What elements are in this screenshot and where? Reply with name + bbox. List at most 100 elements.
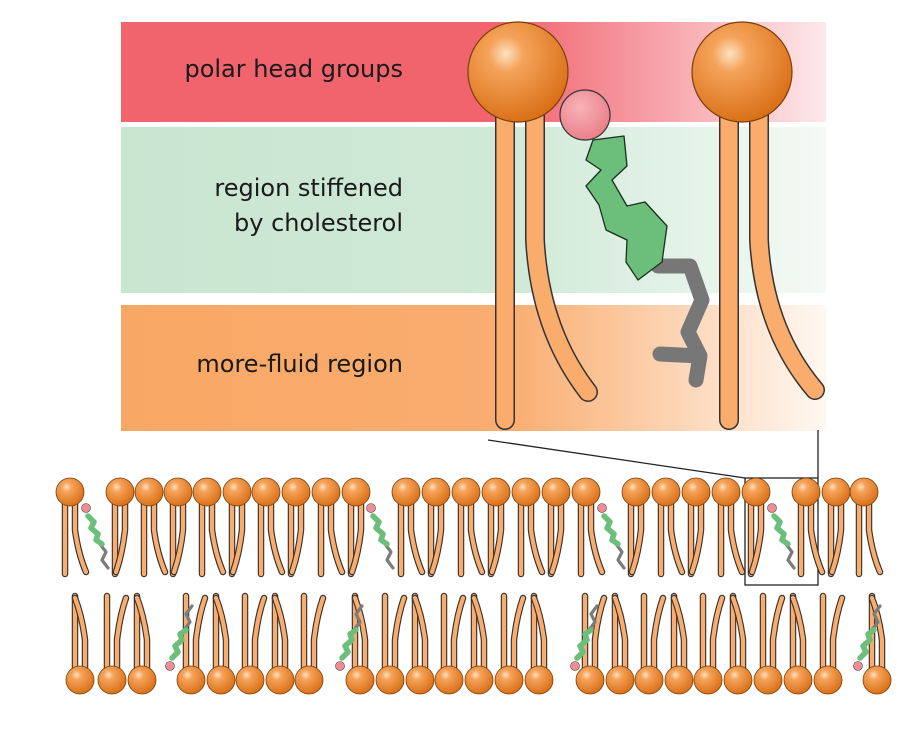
lipid-tail xyxy=(511,595,526,675)
lipid-head xyxy=(105,477,135,507)
lipid-head xyxy=(97,665,127,695)
lipid-head xyxy=(605,665,635,695)
bilayer-lipid-top xyxy=(457,496,486,578)
bilayer-lipid-top xyxy=(317,496,346,578)
bilayer-cholesterol xyxy=(335,604,364,671)
bilayer-lipid-bottom xyxy=(212,592,230,676)
cholesterol-tail xyxy=(383,542,395,570)
lipid-tail xyxy=(689,497,704,575)
cholesterol-rings xyxy=(601,513,621,547)
cholesterol-tail xyxy=(98,542,110,570)
lipid-head xyxy=(511,477,541,507)
bilayer-lipid-bottom xyxy=(411,592,429,676)
cholesterol-rings xyxy=(574,627,594,661)
lipid-head xyxy=(651,477,681,507)
lipid-tail xyxy=(651,595,666,675)
zoom-cholesterol xyxy=(559,89,710,388)
fluid-band xyxy=(121,305,826,431)
lipid-tail xyxy=(790,595,806,675)
cholesterol-hydroxyl xyxy=(597,503,607,513)
lipid-tail xyxy=(549,497,564,575)
lipid-head xyxy=(251,477,281,507)
lipid-tail xyxy=(531,595,547,675)
bilayer-lipid-top xyxy=(169,496,187,578)
lipid-tail xyxy=(268,497,285,575)
lipid-tail xyxy=(668,497,685,575)
bilayer-lipid-top xyxy=(747,496,765,578)
bilayer-lipid-bottom xyxy=(351,592,369,676)
lipid-tail xyxy=(213,595,229,675)
lipid-tail xyxy=(528,497,545,575)
cholesterol-rings xyxy=(370,513,390,547)
lipid-tail xyxy=(592,595,607,675)
lipid-head xyxy=(575,665,605,695)
bilayer-lipid-top xyxy=(517,496,546,578)
lipid-head xyxy=(849,477,879,507)
cholesterol-tail xyxy=(614,542,626,570)
lipid-tail xyxy=(451,595,466,675)
lipid-tail xyxy=(252,595,267,675)
lipid-bilayer xyxy=(55,477,892,695)
lipid-head xyxy=(192,477,222,507)
bilayer-lipid-bottom xyxy=(611,592,629,676)
lipid-head xyxy=(711,477,741,507)
bilayer-lipid-bottom xyxy=(470,592,488,676)
lipid-tail xyxy=(671,595,687,675)
bilayer-cholesterol xyxy=(767,503,796,570)
bilayer-cholesterol xyxy=(570,604,599,671)
stiffened-band xyxy=(121,127,826,293)
lipid-head xyxy=(127,665,157,695)
cholesterol-hydroxyl xyxy=(853,661,863,671)
lipid-head xyxy=(691,21,793,123)
cholesterol-hydroxyl xyxy=(366,503,376,513)
lipid-head xyxy=(467,21,569,123)
lipid-tail xyxy=(171,497,186,575)
bilayer-lipid-top xyxy=(140,496,169,578)
lipid-tail xyxy=(392,595,407,675)
lipid-head xyxy=(163,477,193,507)
bilayer-lipid-top xyxy=(657,496,686,578)
cholesterol-rings xyxy=(339,627,359,661)
bilayer-cholesterol xyxy=(853,604,882,671)
cholesterol-steroid-rings xyxy=(585,135,668,281)
lipid-tail xyxy=(588,497,605,575)
bilayer-lipid-top xyxy=(228,496,246,578)
bilayer-lipid-top xyxy=(347,496,365,578)
bilayer-lipid-bottom xyxy=(71,592,89,676)
lipid-head xyxy=(481,477,511,507)
label-more-fluid-region: more-fluid region xyxy=(196,350,403,378)
lipid-head xyxy=(464,665,494,695)
lipid-head xyxy=(235,665,265,695)
bilayer-lipid-top xyxy=(427,496,445,578)
bilayer-lipid-bottom xyxy=(819,592,846,676)
cholesterol-rings xyxy=(85,513,105,547)
lipid-head xyxy=(311,477,341,507)
lipid-head xyxy=(862,665,892,695)
cholesterol-rings xyxy=(857,627,877,661)
lipid-tail xyxy=(866,497,883,575)
label-region-stiffened-line2: by cholesterol xyxy=(234,209,403,237)
lipid-head xyxy=(345,665,375,695)
lipid-tail xyxy=(289,497,304,575)
lipid-tail xyxy=(730,595,746,675)
lipid-tail xyxy=(72,497,89,575)
zoom-line-left xyxy=(487,439,746,479)
cholesterol-tail xyxy=(870,604,882,632)
bilayer-lipid-top xyxy=(397,496,426,578)
lipid-tail xyxy=(349,497,364,575)
bilayer-lipid-bottom xyxy=(241,592,268,676)
lipid-head xyxy=(634,665,664,695)
lipid-tail xyxy=(193,595,208,675)
lipid-head xyxy=(753,665,783,695)
bilayer-lipid-top xyxy=(627,496,645,578)
lipid-head xyxy=(391,477,421,507)
bilayer-lipid-top xyxy=(687,496,705,578)
lipid-tail xyxy=(72,595,88,675)
lipid-head xyxy=(783,665,813,695)
lipid-tail xyxy=(749,497,764,575)
bilayer-lipid-bottom xyxy=(271,592,289,676)
lipid-head xyxy=(265,665,295,695)
cholesterol-hydrocarbon-tail xyxy=(650,258,710,388)
bilayer-lipid-bottom xyxy=(103,592,130,676)
label-region-stiffened-line1: region stiffened xyxy=(214,174,403,202)
